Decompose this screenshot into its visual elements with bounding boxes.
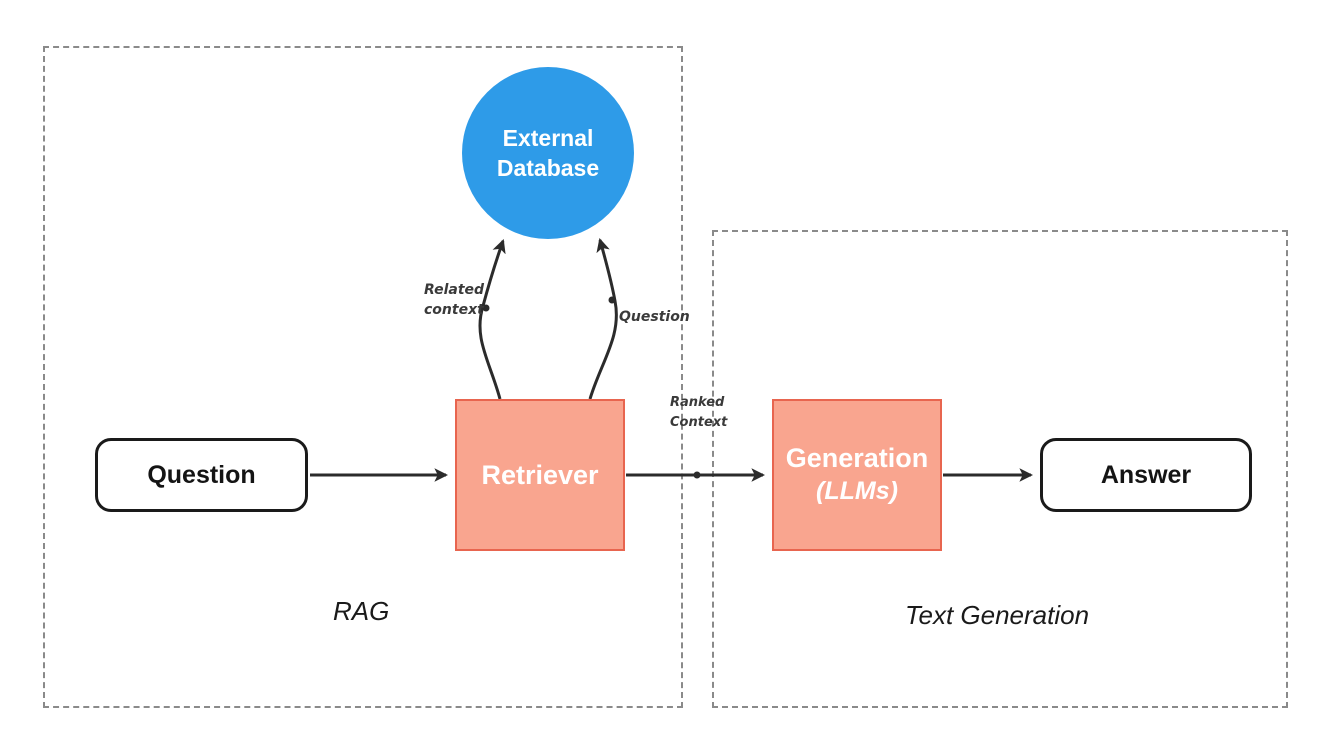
related-context-label-line2: context bbox=[424, 302, 484, 318]
rag-group-label: RAG bbox=[333, 596, 390, 626]
external-database-node: External Database bbox=[462, 67, 634, 239]
related-context-edge-label: Related context bbox=[424, 280, 484, 320]
ranked-context-label-line1: Ranked bbox=[670, 395, 725, 410]
ranked-context-edge-label: Ranked Context bbox=[670, 393, 727, 433]
retriever-node: Retriever bbox=[455, 399, 625, 551]
question-edge-label: Question bbox=[619, 307, 690, 327]
rag-group-box bbox=[43, 46, 683, 708]
external-database-label-line2: Database bbox=[496, 155, 600, 181]
question-node: Question bbox=[95, 438, 308, 512]
question-node-label: Question bbox=[147, 460, 256, 489]
text-generation-group-label: Text Generation bbox=[905, 600, 1090, 630]
generation-node: Generation (LLMs) bbox=[772, 399, 942, 551]
ranked-context-label-line2: Context bbox=[670, 415, 728, 430]
external-database-label-line1: External bbox=[502, 125, 594, 151]
retriever-node-label: Retriever bbox=[481, 459, 599, 490]
answer-node-label: Answer bbox=[1100, 460, 1192, 489]
question-edge-label-text: Question bbox=[619, 309, 690, 325]
generation-node-label-line2: (LLMs) bbox=[816, 477, 898, 505]
connection-dot-ranked-context bbox=[693, 471, 701, 479]
generation-node-label-line1: Generation bbox=[785, 443, 929, 473]
text-generation-group-box bbox=[712, 230, 1288, 708]
answer-node: Answer bbox=[1040, 438, 1252, 512]
related-context-label-line1: Related bbox=[424, 282, 485, 298]
